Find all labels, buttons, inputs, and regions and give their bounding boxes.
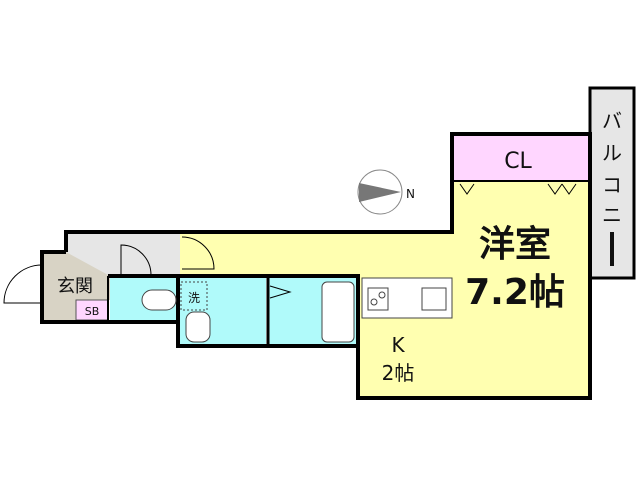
svg-text:バ: バ	[602, 109, 622, 133]
entrance	[42, 252, 110, 320]
svg-text:コ: コ	[602, 173, 622, 197]
western-room-area	[180, 136, 588, 396]
svg-text:ル: ル	[602, 141, 622, 165]
bathtub	[321, 281, 355, 343]
fixtures	[141, 277, 453, 343]
balcony-label: バ ル コ ニ	[602, 109, 622, 266]
doors	[3, 183, 577, 304]
north-arrow-icon	[359, 183, 401, 202]
washbasin	[185, 311, 211, 343]
western-room-label: 洋室	[479, 224, 551, 265]
entrance-label: 玄関	[57, 276, 93, 297]
closet	[452, 136, 588, 180]
shoe-box-label: SB	[85, 305, 100, 318]
walls	[40, 132, 592, 400]
stove	[367, 287, 389, 311]
sink	[421, 287, 447, 311]
compass: N	[357, 169, 415, 215]
kitchen-label: K	[391, 333, 405, 357]
compass-label: N	[406, 187, 415, 201]
washer-space	[180, 281, 208, 311]
washer-label: 洗	[188, 291, 200, 305]
closet-label: CL	[504, 149, 532, 174]
kitchen-size: 2帖	[382, 361, 415, 385]
western-room-size: 7.2帖	[465, 272, 565, 313]
toilet-fixture	[141, 289, 177, 311]
svg-text:ニ: ニ	[602, 203, 622, 227]
